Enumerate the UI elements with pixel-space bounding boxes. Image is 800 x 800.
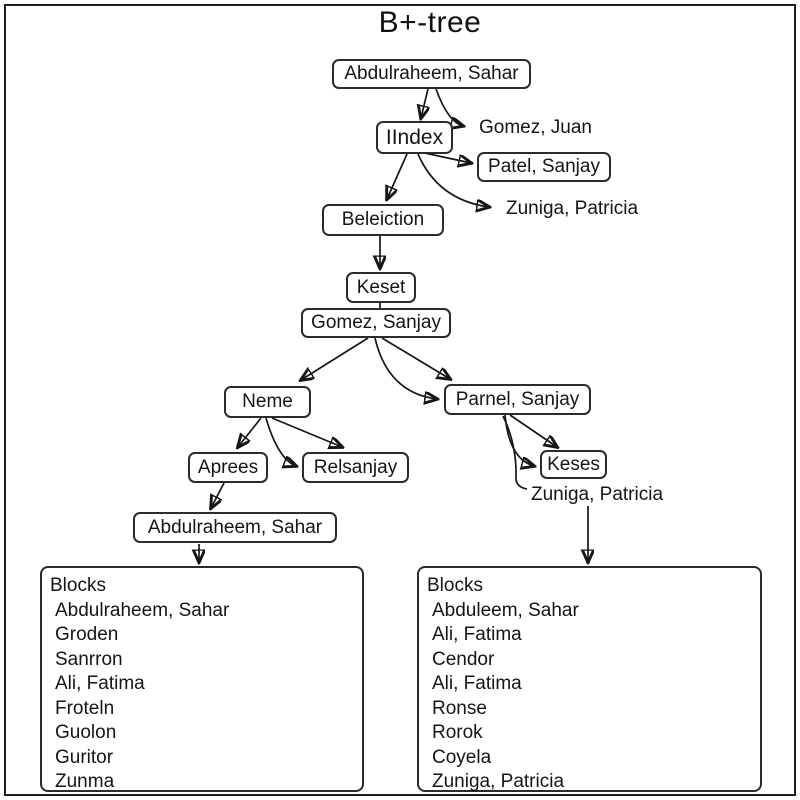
node-gomez-sanjay: Gomez, Sanjay [301,308,451,338]
node-patel-sanjay: Patel, Sanjay [477,152,611,182]
right-blocks-header: Blocks [427,575,483,596]
node-keses: Keses [540,450,607,479]
left-block-item: Guritor [55,746,114,768]
label-zuniga-patricia-top: Zuniga, Patricia [506,198,639,219]
left-block-item: Groden [55,624,119,645]
right-block-item: Coyela [432,746,492,768]
right-block-item: Ali, Fatima [432,624,522,645]
node-gomez-sanjay-label: Gomez, Sanjay [311,312,441,333]
node-beleiction: Beleiction [322,204,444,236]
diagram-title: B+-tree [378,6,482,39]
node-beleiction-label: Beleiction [341,209,425,230]
left-block-item: Ali, Fatima [55,673,145,694]
label-gomez-juan: Gomez, Juan [479,117,592,138]
node-neme-label: Neme [242,391,293,412]
left-blocks-header: Blocks [50,575,106,596]
node-root: Abdulraheem, Sahar [332,59,531,89]
node-relsanjay: Relsanjay [302,452,409,483]
left-block-item: Abdulraheem, Sahar [55,599,230,621]
node-aprees: Aprees [188,452,268,483]
left-block-item: Zunma [55,771,115,792]
right-block-item: Abduleem, Sahar [432,599,579,621]
node-iindex-label: IIndex [385,125,444,149]
node-root-label: Abdulraheem, Sahar [344,63,519,84]
node-keset: Keset [346,272,416,303]
node-keset-label: Keset [356,276,406,298]
right-block-item: Ali, Fatima [432,673,522,694]
left-block-item: Sanrron [55,648,123,670]
node-abdulraheem-leaf: Abdulraheem, Sahar [133,512,337,543]
node-iindex: IIndex [376,121,453,154]
right-block-item: Zuniga, Patricia [432,771,565,792]
left-block-item: Guolon [55,722,117,743]
node-aprees-label: Aprees [197,456,259,478]
right-block-item: Cendor [432,648,495,670]
node-parnel-sanjay-label: Parnel, Sanjay [455,388,580,410]
right-block-item: Rorok [432,722,483,743]
node-abdulraheem-leaf-label: Abdulraheem, Sahar [147,516,323,538]
node-relsanjay-label: Relsanjay [313,456,398,478]
node-parnel-sanjay: Parnel, Sanjay [444,384,591,415]
node-neme: Neme [224,386,311,418]
node-patel-sanjay-label: Patel, Sanjay [488,156,600,177]
node-keses-label: Keses [547,453,600,475]
label-zuniga-patricia-mid: Zuniga, Patricia [531,484,664,505]
right-blocks-box: Blocks Abduleem, Sahar Ali, Fatima Cendo… [417,566,762,792]
left-block-item: Froteln [55,697,115,719]
left-blocks-box: Blocks Abdulraheem, Sahar Groden Sanrron… [40,566,364,792]
right-block-item: Ronse [432,697,487,719]
